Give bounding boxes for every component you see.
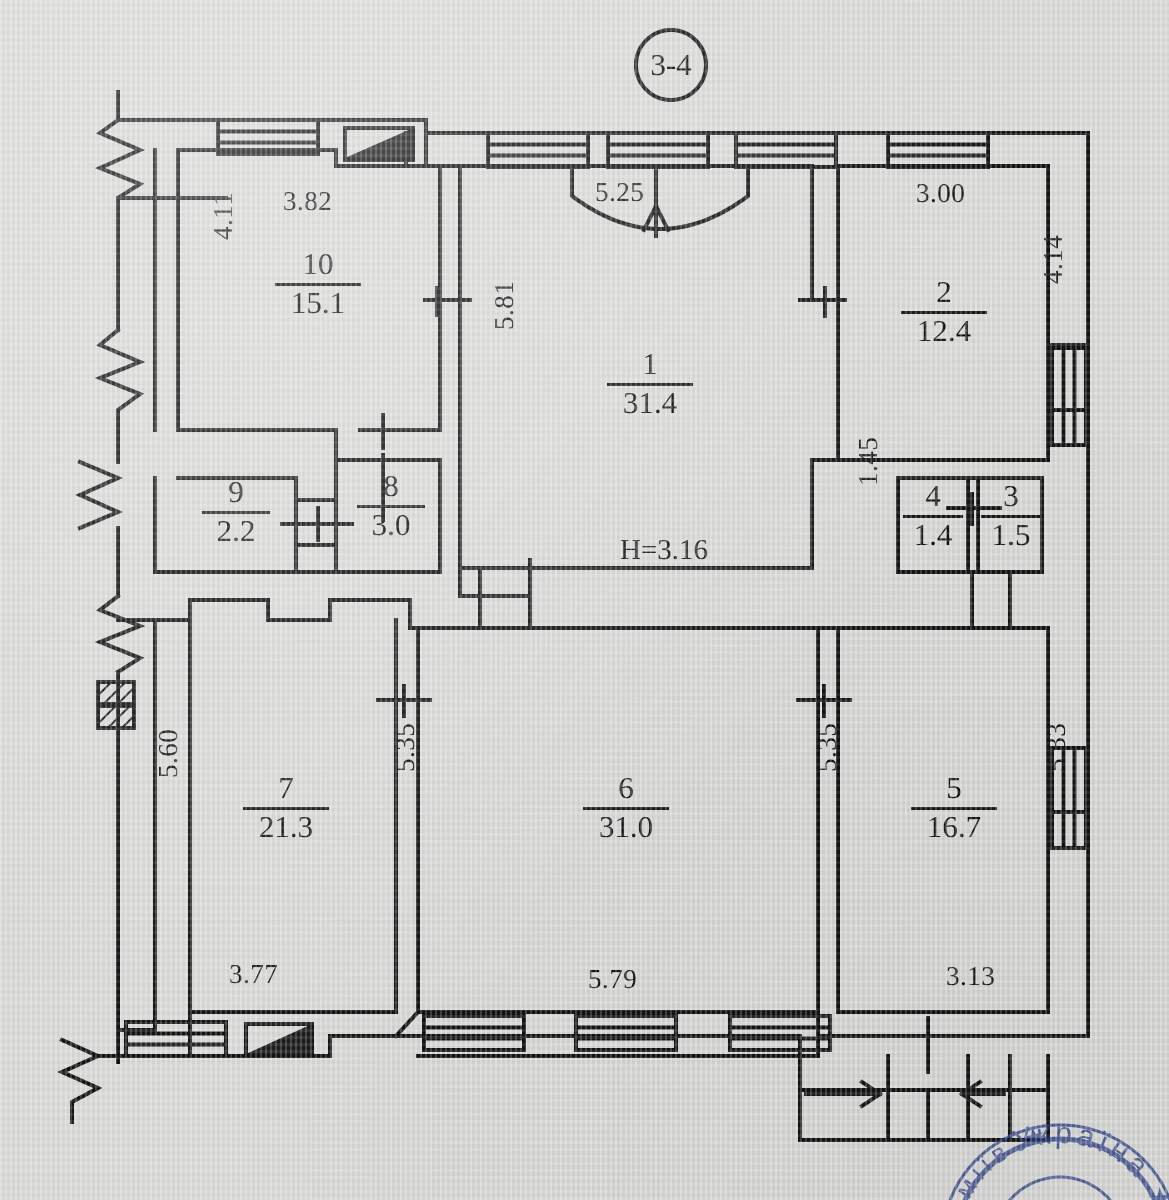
vent-triangle-marker (343, 126, 415, 162)
dimension-room7-left-height: 5.60 (153, 728, 183, 778)
room-area: 2.2 (216, 512, 256, 548)
dimension-room6-width: 5.79 (588, 964, 638, 994)
room-label-6: 6 31.0 (580, 770, 672, 844)
room-label-4: 4 1.4 (901, 478, 965, 552)
room-number: 1 (642, 346, 658, 381)
dimension-room10-height: 4.11 (208, 191, 238, 240)
room-label-8: 8 3.0 (355, 468, 427, 542)
room-label-10: 10 15.1 (272, 246, 364, 320)
dimension-room5-width: 3.13 (946, 961, 996, 991)
room-number: 3 (1003, 478, 1019, 513)
dimension-room1-height: 5.81 (489, 280, 519, 330)
room-number: 5 (946, 770, 962, 805)
room-area: 16.7 (926, 808, 982, 844)
dimension-room2-width: 3.00 (916, 178, 966, 208)
room-label-5: 5 16.7 (908, 770, 1000, 844)
section-tag-label: 3-4 (634, 28, 708, 102)
room-area: 15.1 (290, 284, 346, 320)
dimension-room10-width: 3.82 (283, 186, 333, 216)
dimension-room5-height: 5.33 (1041, 722, 1071, 772)
room-divider (901, 310, 987, 314)
room-area: 1.4 (913, 516, 953, 552)
room-divider (583, 806, 669, 810)
vent-triangle-marker-2 (244, 1022, 314, 1058)
dimension-room7-width: 3.77 (229, 959, 279, 989)
dimension-room7-right-height: 5.35 (390, 722, 420, 772)
room-number: 6 (618, 770, 634, 805)
dimension-room2-height: 4.14 (1038, 234, 1068, 284)
room-label-3: 3 1.5 (979, 478, 1043, 552)
room-label-2: 2 12.4 (898, 274, 990, 348)
room-number: 8 (383, 468, 399, 503)
ceiling-height-note: H=3.16 (620, 534, 709, 566)
room-number: 4 (925, 478, 941, 513)
room-label-7: 7 21.3 (240, 770, 332, 844)
room-divider (911, 806, 997, 810)
room-divider (981, 514, 1041, 518)
room-area: 31.4 (622, 384, 678, 420)
room-number: 2 (936, 274, 952, 309)
room-number: 7 (278, 770, 294, 805)
room-number: 10 (302, 246, 334, 281)
room-divider (202, 510, 270, 514)
room-label-9: 9 2.2 (200, 474, 272, 548)
room-area: 1.5 (991, 516, 1031, 552)
room-divider (275, 282, 361, 286)
room-area: 3.0 (371, 506, 411, 542)
room-area: 12.4 (916, 312, 972, 348)
room-divider (357, 504, 425, 508)
room-divider (903, 514, 963, 518)
room-area: 31.0 (598, 808, 654, 844)
room-area: 21.3 (258, 808, 314, 844)
room-number: 9 (228, 474, 244, 509)
room-divider (243, 806, 329, 810)
room-label-1: 1 31.4 (604, 346, 696, 420)
dimension-room1-width: 5.25 (595, 177, 645, 207)
section-tag-3-4: 3-4 (634, 28, 708, 102)
room-divider (607, 382, 693, 386)
dimension-corridor-height: 1.45 (853, 436, 883, 486)
dimension-room6-right-height: 5.35 (812, 722, 842, 772)
